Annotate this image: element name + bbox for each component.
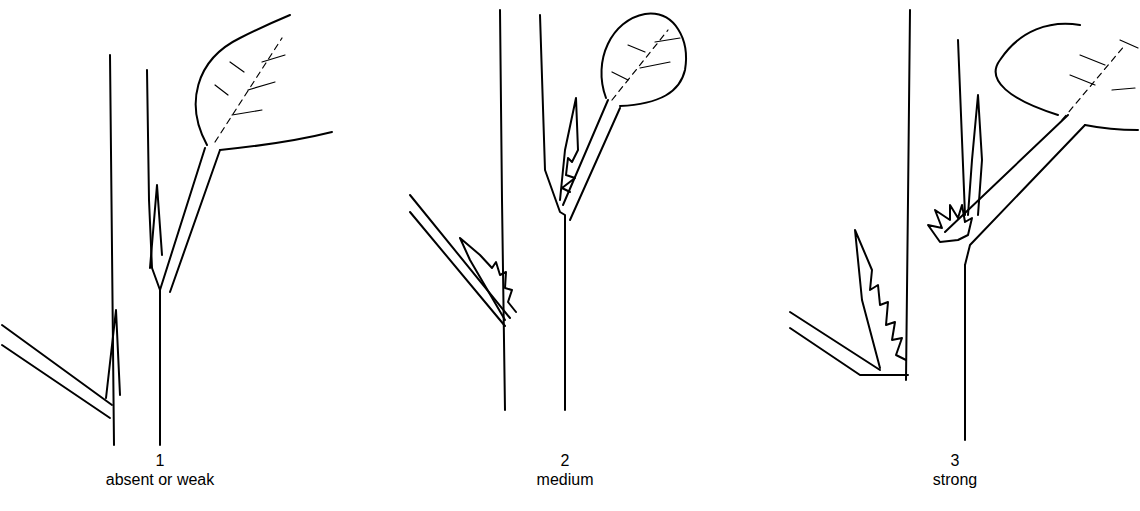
leaf-outline bbox=[1085, 125, 1138, 130]
stem-outline bbox=[958, 40, 965, 215]
leaf-vein bbox=[215, 55, 285, 115]
caption-number: 2 bbox=[561, 452, 570, 470]
stem-outline bbox=[964, 265, 966, 440]
leaf-vein bbox=[1062, 45, 1125, 120]
leaf-vein bbox=[612, 38, 680, 80]
side-branch bbox=[790, 328, 908, 375]
petiole bbox=[563, 100, 608, 205]
stem-outline bbox=[540, 15, 565, 410]
plant-sketch-strong bbox=[790, 10, 1138, 440]
stipule bbox=[855, 230, 906, 368]
stipule bbox=[968, 95, 982, 215]
stipule bbox=[928, 205, 972, 242]
leaf-outline bbox=[196, 15, 290, 145]
stem-outline bbox=[147, 70, 160, 445]
plant-sketch-medium bbox=[410, 10, 686, 410]
stem-outline bbox=[906, 10, 910, 380]
stem-outline bbox=[110, 55, 114, 445]
side-branch bbox=[410, 212, 505, 326]
caption-number: 1 bbox=[156, 452, 165, 470]
caption-number: 3 bbox=[951, 452, 960, 470]
petiole bbox=[170, 150, 220, 292]
stipule bbox=[150, 185, 162, 268]
plant-sketch-weak bbox=[2, 15, 332, 445]
stipule bbox=[460, 238, 516, 320]
leaf-outline bbox=[601, 14, 685, 106]
petiole bbox=[160, 148, 205, 290]
leaf-vein bbox=[612, 30, 668, 100]
leaf-vein bbox=[1070, 40, 1138, 90]
side-branch bbox=[2, 345, 110, 418]
stipule bbox=[560, 98, 578, 200]
side-branch bbox=[2, 325, 112, 405]
leaf-outline bbox=[220, 132, 332, 150]
stem-outline bbox=[500, 10, 505, 410]
side-branch bbox=[410, 195, 510, 318]
stipule bbox=[106, 310, 120, 398]
caption-text: medium bbox=[537, 471, 594, 489]
leaf-outline bbox=[996, 24, 1080, 115]
caption-text: absent or weak bbox=[106, 471, 215, 489]
caption-text: strong bbox=[933, 471, 977, 489]
